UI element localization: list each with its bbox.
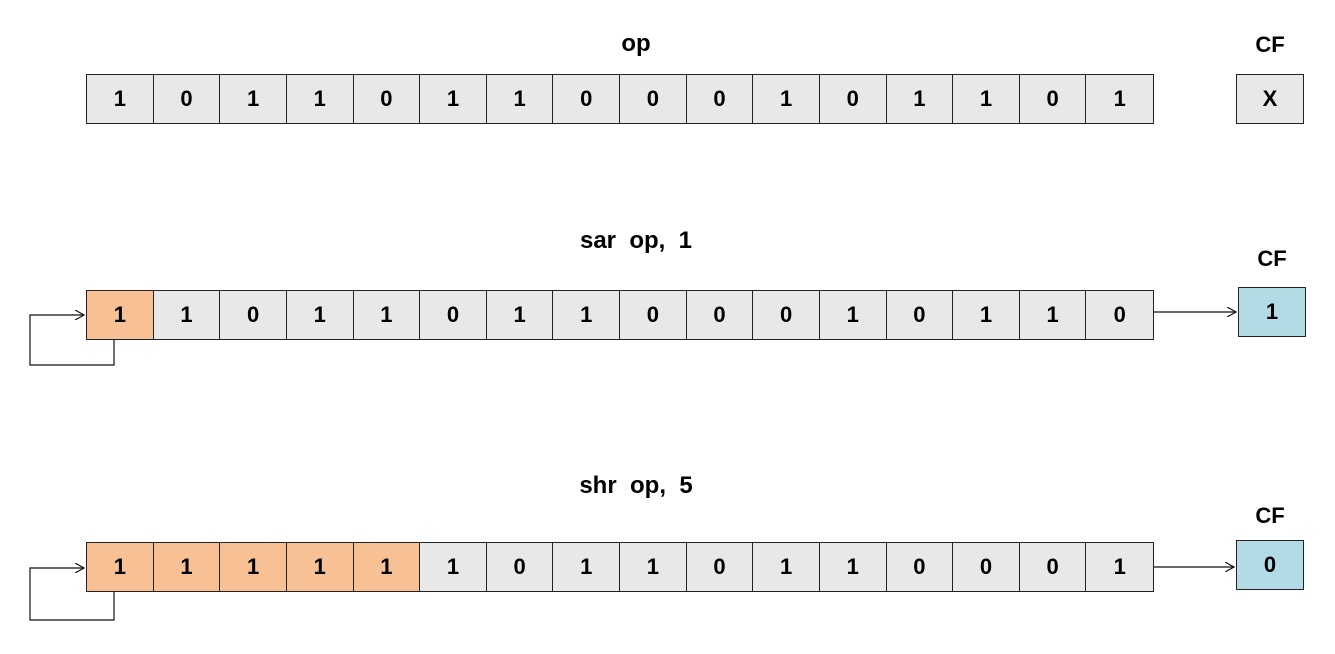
bit-cell: 0 xyxy=(953,543,1020,591)
bit-cell: 1 xyxy=(953,75,1020,123)
bit-cell: 1 xyxy=(753,75,820,123)
bit-cell: 1 xyxy=(286,543,354,591)
bit-cell: 1 xyxy=(1086,75,1153,123)
bit-cell: 1 xyxy=(486,291,554,339)
row-0-title: op xyxy=(621,30,651,57)
bit-cell: 1 xyxy=(220,75,287,123)
bit-cell: 0 xyxy=(420,291,487,339)
row-1-cf-label: CF xyxy=(1257,246,1287,271)
bit-cell: 1 xyxy=(286,291,354,339)
bit-cell: 0 xyxy=(886,291,954,339)
bit-cell: 1 xyxy=(353,543,421,591)
bit-cell: 0 xyxy=(686,291,754,339)
row-0-cf-box: X xyxy=(1236,74,1304,124)
bit-cell: 0 xyxy=(486,543,554,591)
bit-cell: 1 xyxy=(753,543,820,591)
bit-cell: 0 xyxy=(753,291,820,339)
row-1-feedback-arrow xyxy=(29,315,115,366)
bit-cell: 0 xyxy=(353,75,421,123)
bit-cell: 1 xyxy=(420,543,487,591)
bit-cell: 1 xyxy=(886,75,954,123)
row-1-title: sar op, 1 xyxy=(579,227,693,254)
bit-cell: 0 xyxy=(1086,291,1153,339)
bit-cell: 1 xyxy=(87,543,154,591)
bit-cell: 1 xyxy=(819,291,887,339)
bit-cell: 1 xyxy=(953,291,1020,339)
bit-cell: 1 xyxy=(87,75,154,123)
bit-cell: 1 xyxy=(819,543,887,591)
row-2-cf-box: 0 xyxy=(1236,540,1304,590)
bit-cell: 0 xyxy=(886,543,954,591)
bit-cell: 1 xyxy=(420,75,487,123)
bit-cell: 0 xyxy=(220,291,287,339)
bit-cell: 0 xyxy=(620,291,687,339)
bit-cell: 1 xyxy=(153,543,221,591)
row-2-feedback-arrow xyxy=(29,568,115,621)
bit-cell: 0 xyxy=(1019,75,1087,123)
bit-cell: 1 xyxy=(87,291,154,339)
bit-cell: 1 xyxy=(486,75,554,123)
bit-cell: 1 xyxy=(1019,291,1087,339)
bit-cell: 0 xyxy=(819,75,887,123)
bit-cell: 1 xyxy=(553,291,620,339)
row-0-cf-label: CF xyxy=(1255,32,1285,57)
bit-cell: 1 xyxy=(353,291,421,339)
bit-cell: 0 xyxy=(620,75,687,123)
bit-cell: 0 xyxy=(553,75,620,123)
bit-cell: 0 xyxy=(686,543,754,591)
bit-cell: 1 xyxy=(1086,543,1153,591)
row-2-title: shr op, 5 xyxy=(579,472,693,499)
bit-cell: 1 xyxy=(553,543,620,591)
bit-cell: 1 xyxy=(153,291,221,339)
bit-cell: 1 xyxy=(286,75,354,123)
bit-cell: 1 xyxy=(220,543,287,591)
bit-cell: 0 xyxy=(1019,543,1087,591)
bit-cell: 0 xyxy=(686,75,754,123)
bit-cell: 1 xyxy=(620,543,687,591)
row-1-cf-box: 1 xyxy=(1238,287,1306,337)
bit-cell: 0 xyxy=(153,75,221,123)
row-2-cf-label: CF xyxy=(1255,503,1285,528)
